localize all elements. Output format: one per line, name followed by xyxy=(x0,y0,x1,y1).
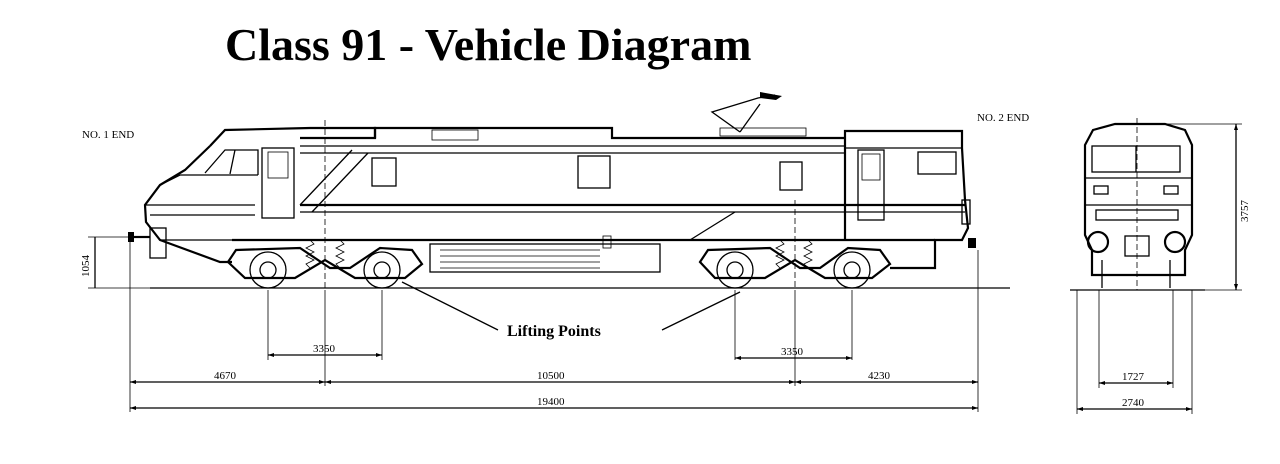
windscreen-divider xyxy=(229,149,236,175)
dim-overhang-no1: 4670 xyxy=(214,370,237,382)
grille-2 xyxy=(577,155,611,189)
dim-gauge: 1727 xyxy=(1122,371,1145,383)
roof-equipment xyxy=(431,129,479,141)
dim-bogie-wheelbase-no1: 3350 xyxy=(313,343,336,355)
grille-3 xyxy=(779,161,803,191)
side-dimensions: 1054 3350 3350 4670 10500 4230 19400 xyxy=(80,236,979,412)
nose-line-1 xyxy=(159,174,258,186)
dim-width: 2740 xyxy=(1122,397,1145,409)
nose-no1 xyxy=(143,145,232,264)
cab-door-window-no1 xyxy=(267,151,289,179)
dim-buffer-height: 1054 xyxy=(80,255,92,278)
cab-door-no2 xyxy=(857,149,885,221)
cab-no2 xyxy=(843,129,970,270)
buffer-no2 xyxy=(968,238,976,248)
livery-stripe-no2 xyxy=(689,211,736,241)
dim-height: 3757 xyxy=(1239,200,1251,223)
livery-stripe-no1 xyxy=(299,149,353,206)
dim-overall-length: 19400 xyxy=(537,396,565,408)
bogie-no1 xyxy=(226,239,424,289)
no2-end-label: NO. 2 END xyxy=(977,112,1029,124)
cab-door-no1 xyxy=(261,147,295,219)
no1-end-label: NO. 1 END xyxy=(82,129,134,141)
windscreen-no1 xyxy=(204,149,259,175)
end-dimensions: 3757 1727 2740 xyxy=(1076,123,1251,414)
underframe-equipment xyxy=(429,243,661,273)
lifting-points-leader-left xyxy=(401,281,499,331)
lifting-points-label: Lifting Points xyxy=(507,323,601,340)
livery-stripe-no1-b xyxy=(311,152,369,213)
dim-bogie-wheelbase-no2: 3350 xyxy=(781,346,804,358)
dim-overhang-no2: 4230 xyxy=(868,370,891,382)
lifting-points-leader-right xyxy=(661,291,741,331)
locomotive-end-view xyxy=(1070,118,1205,291)
cab-window-no2 xyxy=(917,151,957,175)
diagram-title: Class 91 - Vehicle Diagram xyxy=(225,19,751,70)
locomotive-side-view xyxy=(128,92,1010,290)
buffer-no1 xyxy=(128,232,134,242)
bogie-no2 xyxy=(698,239,892,289)
dim-bogie-centres: 10500 xyxy=(537,370,565,382)
grille-1 xyxy=(371,157,397,187)
body-roof xyxy=(300,126,845,140)
